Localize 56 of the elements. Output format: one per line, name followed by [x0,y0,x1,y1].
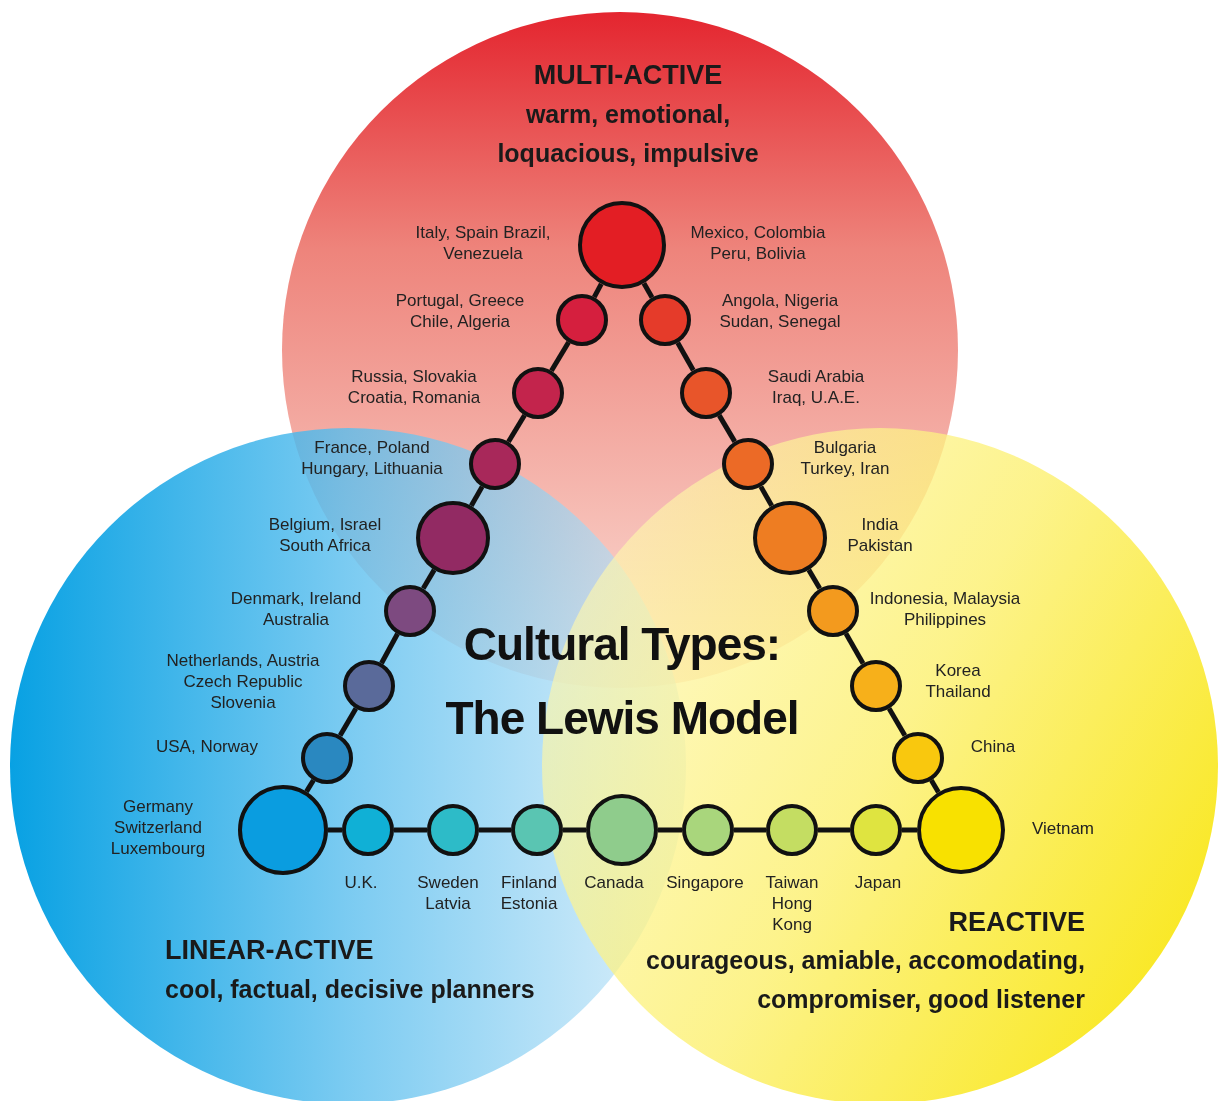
country-label: Taiwan Hong Kong [764,872,820,935]
connector-line [734,827,766,833]
country-label: Germany Switzerland Luxembourg [109,796,207,859]
country-label: USA, Norway [155,736,259,757]
country-label: Finland Estonia [499,872,559,914]
connector-line [717,414,737,443]
connector-line [563,827,586,833]
country-label: Angola, Nigeria Sudan, Senegal [718,290,842,332]
type-heading: REACTIVE [948,906,1085,939]
type-description: courageous, amiable, accomodating, compromiser, good listener [645,945,1085,1015]
country-label: Mexico, Colombia Peru, Bolivia [689,222,827,264]
connector-line [506,413,527,444]
connector-line [929,779,941,794]
connector-line [394,827,427,833]
type-heading: LINEAR-ACTIVE [165,934,375,967]
connector-line [337,707,359,737]
connector-line [469,485,485,508]
country-label: Belgium, Israel South Africa [267,514,383,556]
country-label: India Pakistan [846,514,914,556]
country-label: Portugal, Greece Chile, Algeria [394,290,526,332]
country-label: Canada [584,872,644,893]
connector-line [304,778,316,793]
country-label: France, Poland Hungary, Lithuania [300,437,444,479]
connector-line [479,827,511,833]
connector-line [886,707,908,737]
connector-line [758,485,774,508]
country-label: Indonesia, Malaysia Philippines [868,588,1022,630]
country-label: Russia, Slovakia Croatia, Romania [346,366,482,408]
country-label: Singapore [665,872,745,893]
connector-line [675,341,696,372]
diagram-title: Cultural Types: The Lewis Model [445,617,799,746]
connector-line [379,632,400,665]
country-label: Sweden Latvia [417,872,479,914]
connector-line [902,827,917,833]
type-heading: MULTI-ACTIVE [533,59,723,92]
type-description: warm, emotional, loquacious, impulsive [497,99,759,169]
connector-line [843,632,866,665]
connector-line [806,568,822,590]
country-label: China [969,736,1017,757]
connector-line [592,282,604,299]
connector-line [549,340,571,373]
country-label: Korea Thailand [924,660,992,702]
country-label: Bulgaria Turkey, Iran [799,437,891,479]
type-description: cool, factual, decisive planners [165,974,535,1005]
country-label: Vietnam [1030,818,1096,839]
connector-line [818,827,850,833]
connector-line [641,281,655,299]
country-label: U.K. [343,872,379,893]
connector-line [421,568,437,590]
country-label: Denmark, Ireland Australia [230,588,362,630]
connector-line [658,827,682,833]
country-label: Netherlands, Austria Czech Republic Slovenia [165,650,321,713]
connector-line [328,827,342,833]
country-label: Japan [853,872,903,893]
country-label: Saudi Arabia Iraq, U.A.E. [766,366,866,408]
country-label: Italy, Spain Brazil, Venezuela [414,222,552,264]
